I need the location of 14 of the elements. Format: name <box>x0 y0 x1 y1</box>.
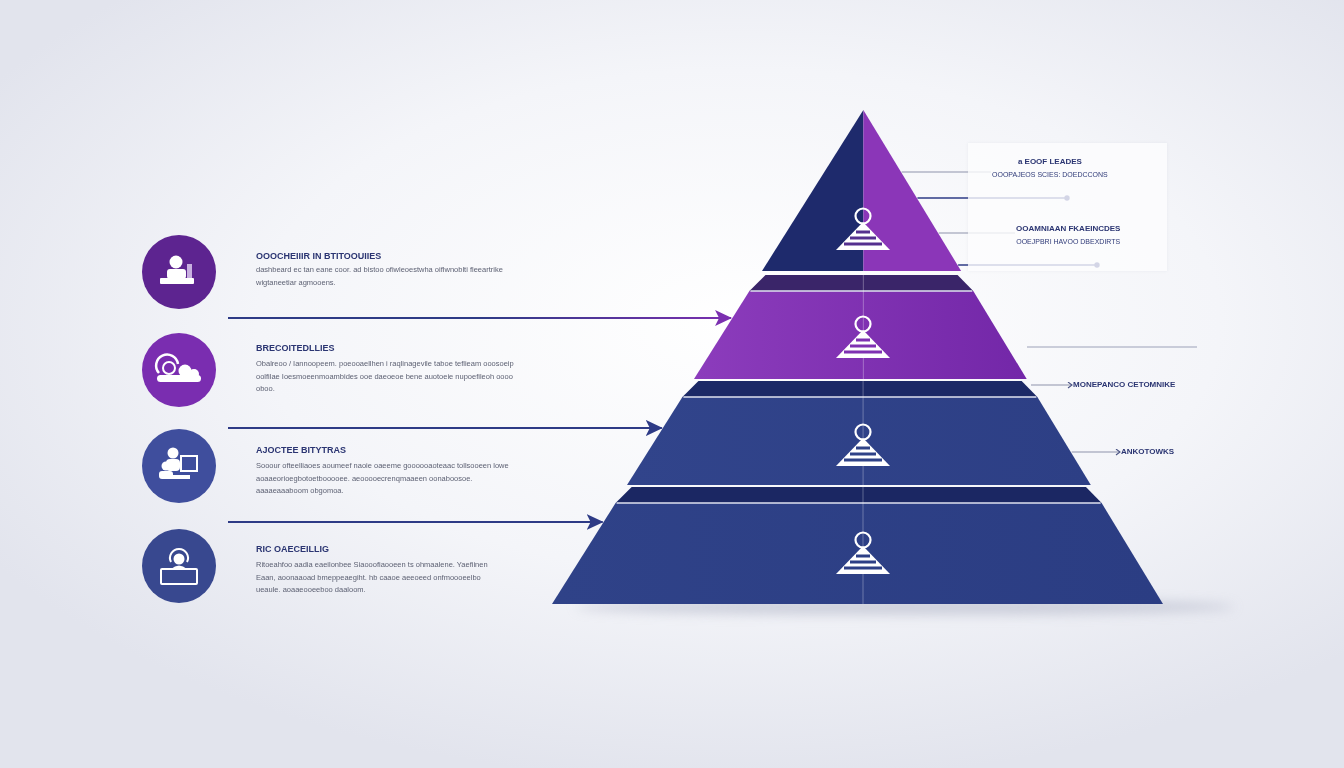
section-heading: AJOCTEE BITYTRAS <box>256 445 346 456</box>
arrow <box>227 310 733 326</box>
section-heading: BRECOITEDLLIES <box>256 343 335 354</box>
arrow <box>227 420 663 436</box>
callout-heading: OOAMNIAAN FKAEINCDES <box>1016 224 1121 234</box>
arrow <box>1030 381 1073 389</box>
section-heading: OOOCHEIIIR IN BTITOOUIIES <box>256 251 382 262</box>
section-heading: RIC OAECEILLIG <box>256 544 329 555</box>
info-panel <box>968 143 1167 271</box>
arrow <box>1071 448 1121 456</box>
side-label: ANKOTOWKS <box>1121 447 1175 457</box>
side-label: MONEPANCO CETOMNIKE <box>1073 380 1176 390</box>
arrow <box>227 514 604 530</box>
callout-heading: a EOOF LEADES <box>1017 157 1082 167</box>
